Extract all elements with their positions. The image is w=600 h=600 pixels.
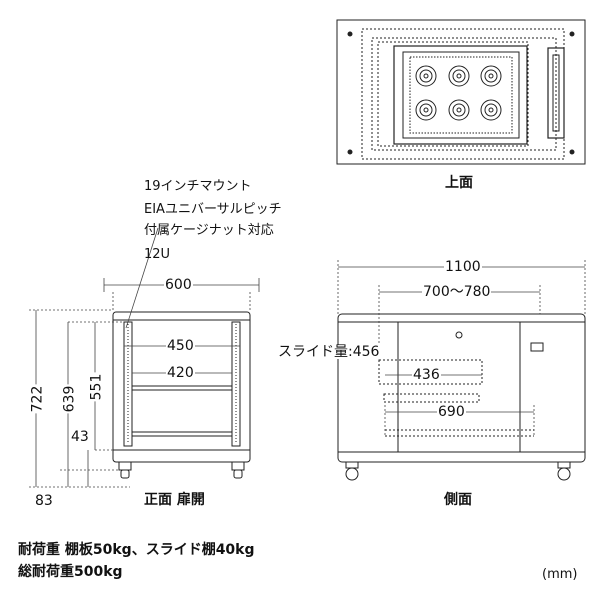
top-view-outline (336, 19, 586, 165)
front-base-dim: 43 (70, 429, 90, 445)
front-height-dim: 722 (29, 384, 46, 414)
corner-hole (569, 31, 575, 37)
front-caster (118, 461, 132, 471)
front-dimension-lines (29, 227, 260, 488)
fan-panel-outer (393, 45, 528, 145)
side-wheel (345, 467, 359, 481)
corner-hole (347, 31, 353, 37)
front-wheel (120, 469, 130, 479)
fan-panel-inner (402, 51, 520, 139)
side-caster (345, 461, 359, 469)
right-rail (231, 321, 241, 447)
front-foot-dim: 83 (34, 493, 54, 509)
slide-shelf-outline (378, 359, 483, 385)
side-slide-label: スライド量:456 (277, 344, 381, 360)
front-view-drawing (112, 311, 251, 479)
note-units: 12U (144, 247, 171, 262)
dashed-frame (377, 41, 529, 147)
front-width-dim: 600 (164, 277, 193, 293)
fan-panel-mesh (409, 56, 513, 134)
side-handle (530, 342, 544, 352)
corner-hole (569, 149, 575, 155)
fan-icon (415, 65, 437, 87)
front-inner-height-dim: 551 (88, 372, 105, 402)
front-wheel (233, 469, 243, 479)
side-caster (557, 461, 571, 469)
front-depth-height-dim: 639 (61, 384, 78, 414)
fan-icon (480, 99, 502, 121)
fan-icon (415, 99, 437, 121)
slide-shelf-base (383, 393, 480, 403)
front-cabinet-outline (112, 311, 251, 463)
front-shelf-width-dim: 420 (166, 365, 195, 381)
fan-group (415, 65, 502, 121)
note-mount: 19インチマウント (144, 179, 252, 194)
side-length-dim: 1100 (444, 259, 482, 275)
note-eia-pitch: EIAユニバーサルピッチ (144, 202, 282, 217)
side-cabinet-outline (337, 313, 586, 463)
side-view-drawing (337, 313, 586, 481)
bottom-plate (131, 431, 233, 437)
side-view-label: 側面 (444, 492, 472, 508)
fan-icon (448, 99, 470, 121)
side-rail-dim: 690 (437, 404, 466, 420)
side-range-dim: 700〜780 (422, 284, 492, 300)
dashed-frame (371, 37, 557, 151)
fan-icon (480, 65, 502, 87)
unit-label: (mm) (542, 567, 578, 582)
top-view-drawing (336, 19, 586, 165)
shelf (131, 385, 233, 391)
side-slide-dim: 436 (412, 367, 441, 383)
top-view-label: 上面 (445, 175, 473, 191)
total-load-text: 総耐荷重500kg (18, 564, 123, 580)
front-view-label: 正面 扉開 (144, 492, 205, 508)
front-inner-width-dim: 450 (166, 338, 195, 354)
cable-slot (547, 47, 565, 139)
corner-hole (347, 149, 353, 155)
fan-icon (448, 65, 470, 87)
load-capacity-text: 耐荷重 棚板50kg、スライド棚40kg (18, 542, 255, 558)
front-caster (231, 461, 245, 471)
dashed-frame (361, 28, 565, 160)
side-wheel (557, 467, 571, 481)
side-knob (455, 331, 463, 339)
note-cage-nut: 付属ケージナット対応 (144, 223, 274, 238)
cable-slot-inner (552, 54, 560, 132)
